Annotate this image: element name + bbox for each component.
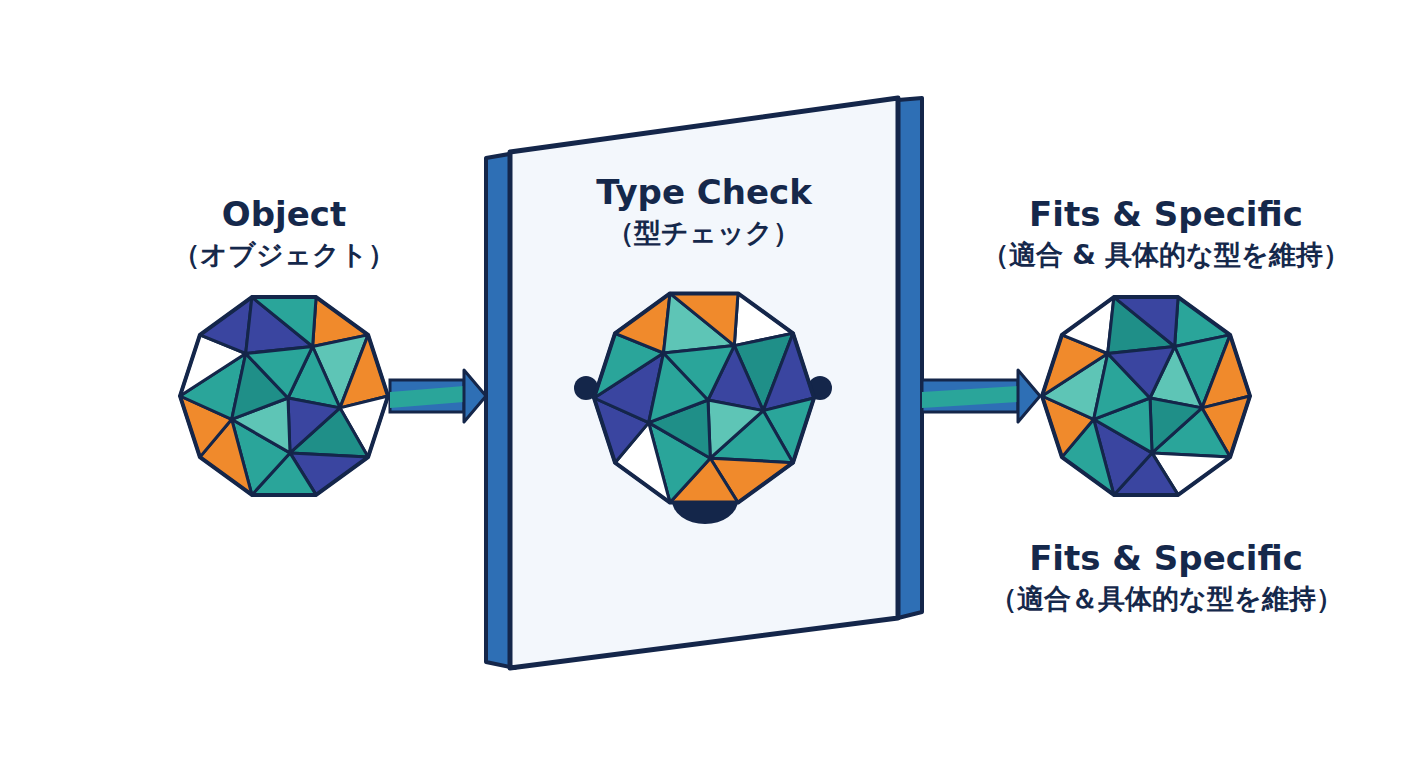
panel-face bbox=[510, 98, 898, 668]
result-node: Fits & Specific（適合 & 具体的な型を維持） bbox=[1040, 290, 1252, 502]
node-subtitle: （型チェック） bbox=[596, 214, 812, 252]
polyhedron-facet bbox=[200, 297, 252, 353]
note-text: （適合＆具体的な型を維持） bbox=[990, 580, 1343, 618]
note-text: Fits & Specific bbox=[990, 536, 1343, 580]
polyhedron-facet bbox=[1108, 347, 1175, 399]
note-label: Fits & Specific（適合＆具体的な型を維持） bbox=[990, 536, 1343, 618]
polyhedron-outline bbox=[180, 297, 388, 495]
polyhedron-facet bbox=[1150, 398, 1202, 453]
node-subtitle: （適合 & 具体的な型を維持） bbox=[982, 236, 1350, 274]
polyhedron-facet bbox=[1114, 297, 1178, 346]
flow-ribbon bbox=[922, 370, 1040, 422]
node-title: Type Check bbox=[596, 170, 812, 214]
polyhedron-facet bbox=[664, 346, 735, 400]
node-label: Object（オブジェクト） bbox=[173, 192, 395, 274]
node-title: Fits & Specific bbox=[982, 192, 1350, 236]
flow-ribbon bbox=[390, 370, 486, 422]
node-label: Type Check（型チェック） bbox=[596, 170, 812, 252]
polyhedron-facet bbox=[1062, 297, 1114, 353]
node-title: Object bbox=[173, 192, 395, 236]
panel-side bbox=[898, 98, 922, 618]
polyhedron-facet bbox=[615, 293, 670, 353]
polyhedron-facet bbox=[288, 398, 340, 453]
polyhedron-facet bbox=[246, 347, 313, 399]
polyhedron-facet bbox=[670, 293, 738, 345]
polyhedron-facet bbox=[252, 297, 316, 346]
type-check-panel: Type Check（型チェック） bbox=[486, 100, 922, 670]
polyhedron-outline bbox=[594, 293, 814, 502]
object-node: Object（オブジェクト） bbox=[178, 290, 390, 502]
node-subtitle: （オブジェクト） bbox=[173, 236, 395, 274]
node-label: Fits & Specific（適合 & 具体的な型を維持） bbox=[982, 192, 1350, 274]
polyhedron-facet bbox=[708, 400, 763, 458]
polyhedron-outline bbox=[1042, 297, 1250, 495]
